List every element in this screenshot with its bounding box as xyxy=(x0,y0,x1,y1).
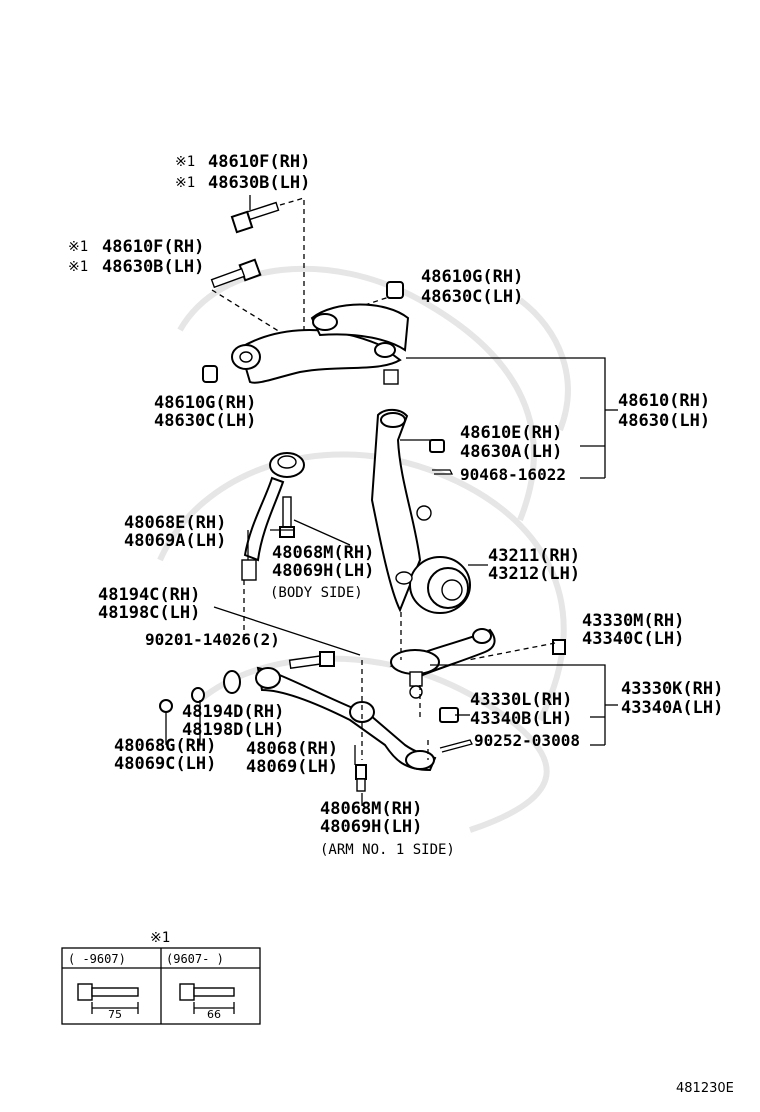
legend-bolt-short: 66 xyxy=(179,983,235,1021)
label-bolt-d-lh: 43340C(LH) xyxy=(582,629,684,649)
label-nut-b-lh: 43340B(LH) xyxy=(470,709,572,729)
label-nut-c-rh: 48068G(RH) xyxy=(114,736,216,756)
label-arm-side: (ARM NO. 1 SIDE) xyxy=(320,842,455,858)
note-marker: ※1 xyxy=(68,239,88,255)
label-cushion2-rh: 48194D(RH) xyxy=(182,702,284,722)
label-nut-lh: 48630A(LH) xyxy=(460,442,562,462)
legend-bolt-long: 75 xyxy=(77,983,139,1021)
bolt-arm xyxy=(355,764,367,792)
label-bolt-d-rh: 43330M(RH) xyxy=(582,611,684,631)
label-bolt-c-lh: 48069H(LH) xyxy=(272,561,374,581)
legend-note: ※1 xyxy=(150,930,170,946)
label-cotter-pin-b: 90252-03008 xyxy=(474,731,580,750)
nut-knuckle xyxy=(429,439,445,453)
legend-len1: 75 xyxy=(108,1008,122,1021)
strut-bar xyxy=(241,452,305,581)
label-knuckle-lh: 43212(LH) xyxy=(488,564,580,584)
legend-table: ※1 ( -9607) (9607- ) 75 66 xyxy=(61,930,261,1025)
label-lower-arm-lh: 48069(LH) xyxy=(246,757,338,777)
label-knuckle-rh: 43211(RH) xyxy=(488,546,580,566)
label-nut-rh: 48610E(RH) xyxy=(460,423,562,443)
label-bolt-b-lh: 48630B(LH) xyxy=(102,257,204,277)
bolt-ball-joint xyxy=(552,639,566,655)
bolt-left xyxy=(210,258,262,289)
cushion-2 xyxy=(223,670,241,694)
label-bolt-b-rh: 48610F(RH) xyxy=(102,237,204,257)
cotter-pin xyxy=(432,469,454,475)
label-bushing-bot-lh: 48630C(LH) xyxy=(154,411,256,431)
bolt-90201 xyxy=(288,651,335,669)
steering-knuckle xyxy=(370,408,471,614)
legend-col1: ( -9607) xyxy=(68,952,126,966)
label-cotter-pin: 90468-16022 xyxy=(460,465,566,484)
legend-col2: (9607- ) xyxy=(166,952,224,966)
note-marker: ※1 xyxy=(175,154,195,170)
label-strut-rh: 48068E(RH) xyxy=(124,513,226,533)
legend-len2: 66 xyxy=(207,1008,221,1021)
label-lower-arm-rh: 48068(RH) xyxy=(246,739,338,759)
label-cushion-lh: 48198C(LH) xyxy=(98,603,200,623)
diagram-code: 481230E xyxy=(676,1081,734,1096)
note-marker: ※1 xyxy=(175,175,195,191)
label-cushion-rh: 48194C(RH) xyxy=(98,585,200,605)
watermark xyxy=(157,265,571,833)
label-nut-c-lh: 48069C(LH) xyxy=(114,754,216,774)
label-bolt-e-lh: 48069H(LH) xyxy=(320,817,422,837)
label-ball-joint-rh: 43330K(RH) xyxy=(621,679,723,699)
nut-lower xyxy=(159,699,173,713)
label-bushing-top-lh: 48630C(LH) xyxy=(421,287,523,307)
bushing-top xyxy=(386,281,404,299)
label-bolt-qty: 90201-14026(2) xyxy=(145,630,280,649)
cotter-pin-b xyxy=(439,739,473,753)
label-nut-b-rh: 43330L(RH) xyxy=(470,690,572,710)
cushion-1 xyxy=(191,687,205,703)
label-bushing-top-rh: 48610G(RH) xyxy=(421,267,523,287)
label-ball-joint-lh: 43340A(LH) xyxy=(621,698,723,718)
label-upper-arm-lh: 48630(LH) xyxy=(618,411,710,431)
lower-control-arm xyxy=(255,666,437,772)
label-upper-arm-rh: 48610(RH) xyxy=(618,391,710,411)
label-bolt-a-rh: 48610F(RH) xyxy=(208,152,310,172)
label-bolt-c-rh: 48068M(RH) xyxy=(272,543,374,563)
label-cushion2-lh: 48198D(LH) xyxy=(182,720,284,740)
bolt-body xyxy=(279,496,295,538)
label-body-side: (BODY SIDE) xyxy=(270,585,363,601)
label-strut-lh: 48069A(LH) xyxy=(124,531,226,551)
bushing-bottom xyxy=(202,365,218,383)
leader-lines xyxy=(165,357,618,806)
ball-joint xyxy=(389,628,496,699)
label-bolt-a-lh: 48630B(LH) xyxy=(208,173,310,193)
upper-control-arm xyxy=(231,303,410,385)
note-marker: ※1 xyxy=(68,259,88,275)
label-bushing-bot-rh: 48610G(RH) xyxy=(154,393,256,413)
bolt-upper xyxy=(230,195,280,234)
labels: ※1 48610F(RH) ※1 48630B(LH) ※1 48610F(RH… xyxy=(68,152,723,858)
label-bolt-e-rh: 48068M(RH) xyxy=(320,799,422,819)
